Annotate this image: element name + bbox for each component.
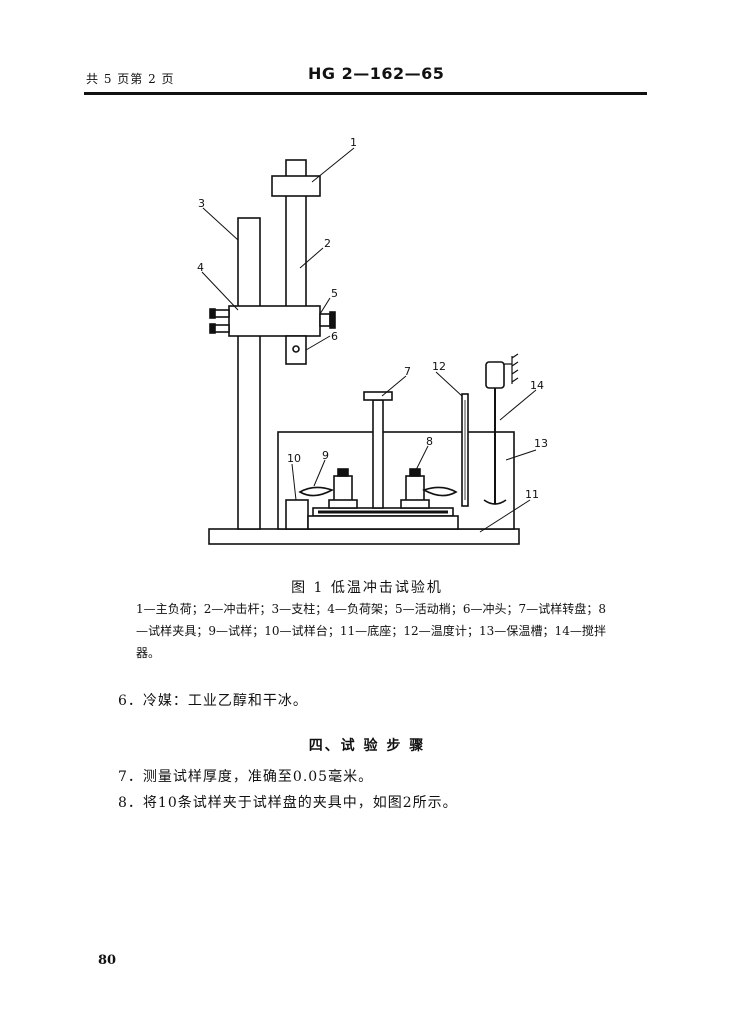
part-label-5: 5 <box>331 287 338 300</box>
impact-tester-diagram: 1 2 3 4 5 6 7 8 9 10 11 12 13 14 <box>197 136 548 545</box>
disk-base <box>307 515 459 530</box>
part-label-6: 6 <box>331 330 338 343</box>
hammer-hole <box>292 345 300 353</box>
clamp-left-top <box>337 468 349 477</box>
left-knob-cap-bottom <box>209 323 216 334</box>
specimen-left <box>298 486 334 497</box>
item-6-coolant: 6．冷媒：工业乙醇和干冰。 <box>118 693 308 709</box>
part-label-7: 7 <box>404 365 411 378</box>
item-7-thickness: 7．测量试样厚度，准确至0.05毫米。 <box>118 769 374 785</box>
movable-pin <box>319 313 331 327</box>
column <box>237 217 261 530</box>
specimen-table <box>285 499 309 530</box>
clamp-left-base <box>328 499 358 509</box>
header-standard-code: HG 2—162—65 <box>308 64 445 83</box>
movable-pin-cap <box>329 311 336 329</box>
part-label-2: 2 <box>324 237 331 250</box>
part-label-3: 3 <box>198 197 205 210</box>
specimen-right <box>422 486 458 497</box>
section-title: 四、试 验 步 骤 <box>308 738 426 754</box>
hammer-head <box>285 335 307 365</box>
item-8-clamping: 8．将10条试样夹于试样盘的夹具中，如图2所示。 <box>118 795 458 811</box>
impact-rod <box>285 189 307 309</box>
part-label-13: 13 <box>534 437 548 450</box>
turntable-spindle <box>372 399 384 509</box>
part-label-9: 9 <box>322 449 329 462</box>
base-plate <box>208 528 520 545</box>
part-label-12: 12 <box>432 360 446 373</box>
header-page-info: 共 5 页第 2 页 <box>86 72 175 86</box>
part-label-1: 1 <box>350 136 357 149</box>
part-label-8: 8 <box>426 435 433 448</box>
part-label-10: 10 <box>287 452 301 465</box>
figure-caption: 图 1 低温冲击试验机 <box>291 580 443 596</box>
figure-legend: 1—主负荷；2—冲击杆；3—支柱；4—负荷架；5—活动梢；6—冲头；7—试样转盘… <box>136 602 606 660</box>
left-knob-cap-top <box>209 308 216 319</box>
left-knob-bottom <box>213 324 230 333</box>
stirrer-motor <box>485 361 505 389</box>
part-label-4: 4 <box>197 261 204 274</box>
part-label-11: 11 <box>525 488 539 501</box>
turntable-knob <box>363 391 393 401</box>
header-rule <box>84 92 647 95</box>
clamp-right-top <box>409 468 421 477</box>
left-knob-top <box>213 309 230 318</box>
clamp-right-base <box>400 499 430 509</box>
page-number: 80 <box>98 953 117 968</box>
stirrer-blade <box>483 499 507 505</box>
main-load <box>271 175 321 197</box>
load-frame <box>228 305 321 337</box>
part-label-14: 14 <box>530 379 544 392</box>
